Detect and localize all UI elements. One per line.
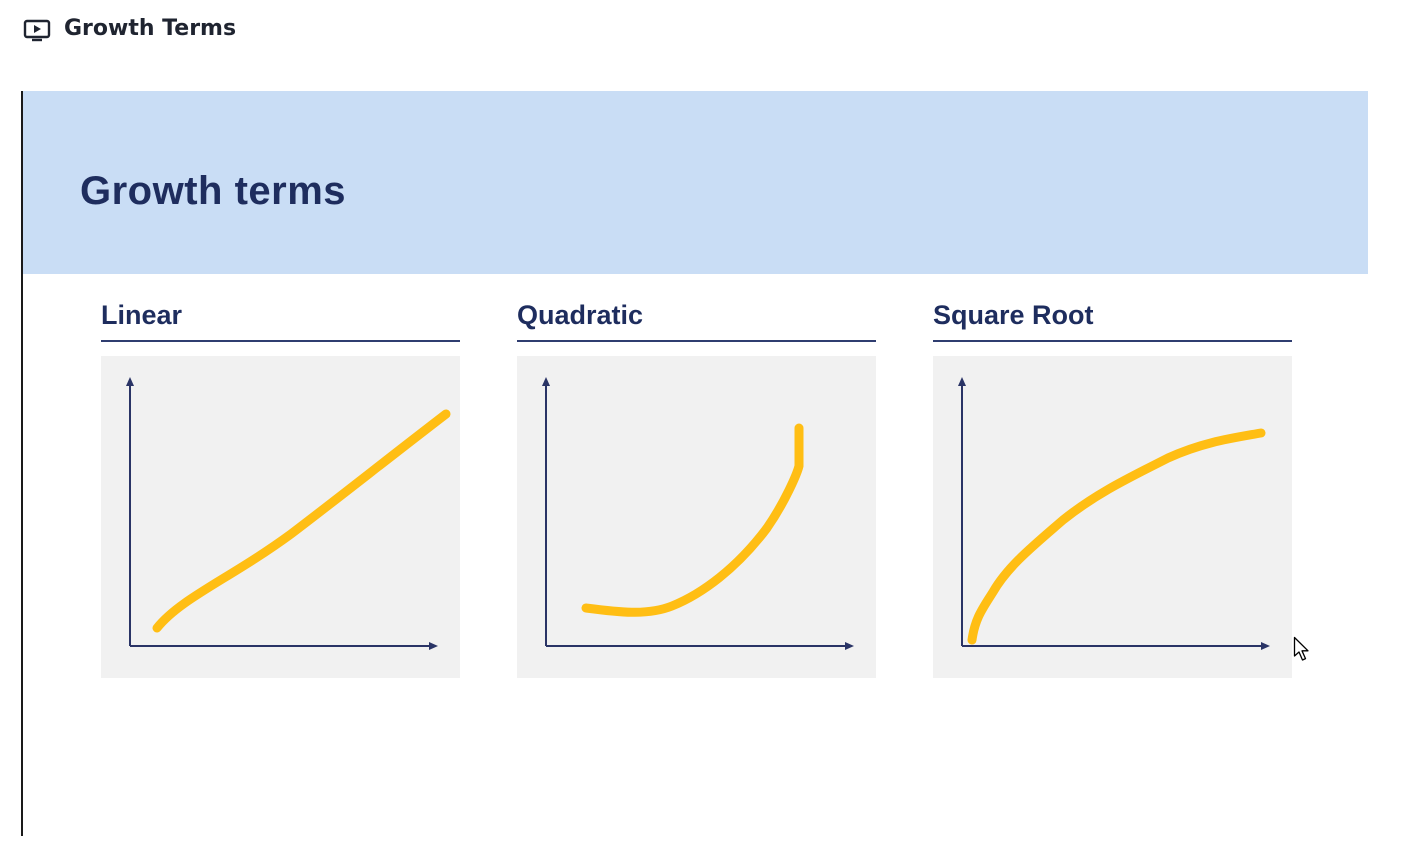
panel-square-root: Square Root xyxy=(933,298,1292,678)
panel-divider xyxy=(933,340,1292,342)
app-header: Growth Terms xyxy=(0,0,1427,60)
plot-quadratic xyxy=(517,356,876,678)
plot-linear xyxy=(101,356,460,678)
panel-label-linear: Linear xyxy=(101,300,183,330)
presentation-play-icon xyxy=(23,18,51,42)
panel-divider xyxy=(517,340,876,342)
panel-linear: Linear xyxy=(101,298,460,678)
slide-banner: Growth terms xyxy=(23,91,1368,274)
y-axis-arrow xyxy=(958,377,966,386)
x-axis-arrow xyxy=(429,642,438,650)
panel-quadratic: Quadratic xyxy=(517,298,876,678)
series-curve xyxy=(152,409,451,633)
slide-viewer[interactable]: Growth terms Linear Quadratic xyxy=(21,91,1368,836)
plot-square-root xyxy=(933,356,1292,678)
panel-label-quadratic: Quadratic xyxy=(517,300,644,330)
panel-divider xyxy=(101,340,460,342)
series-curve xyxy=(581,423,804,617)
panel-label-square-root: Square Root xyxy=(933,300,1094,330)
y-axis-arrow xyxy=(542,377,550,386)
series-curve xyxy=(967,428,1266,645)
x-axis-arrow xyxy=(845,642,854,650)
page-title: Growth Terms xyxy=(64,16,237,41)
slide-title: Growth terms xyxy=(80,169,347,213)
y-axis-arrow xyxy=(126,377,134,386)
mouse-pointer-icon xyxy=(1293,636,1313,664)
x-axis-arrow xyxy=(1261,642,1270,650)
